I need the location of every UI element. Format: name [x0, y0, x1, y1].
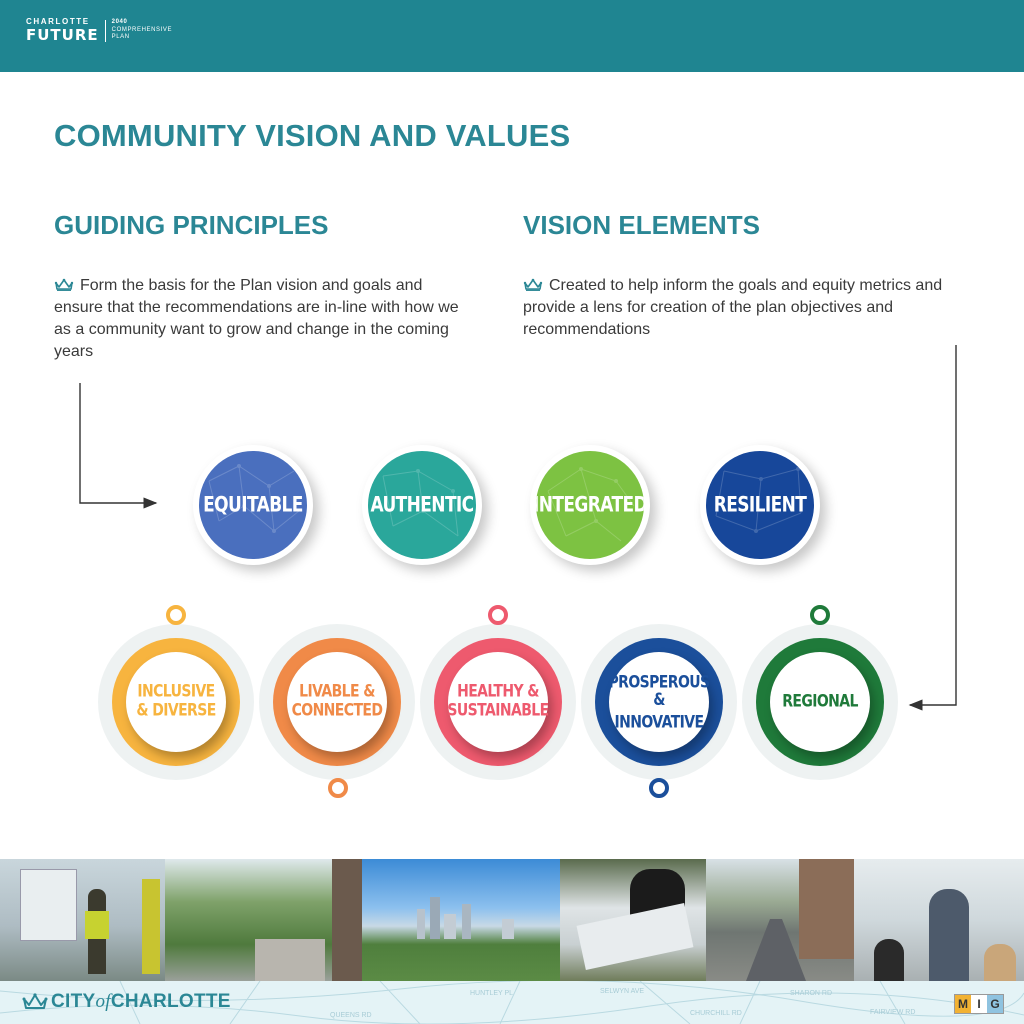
vision-label-line1: REGIONAL [782, 691, 858, 711]
vision-healthy-sustainable[interactable]: HEALTHY & SUSTAINABLE [420, 624, 576, 780]
principle-label: INTEGRATED [536, 492, 644, 518]
vision-inner-circle: PROSPEROUS & INNOVATIVE [608, 652, 711, 752]
street-map-pattern: HUNTLEY PL QUEENS RD SELWYN AVE CHURCHIL… [0, 981, 1024, 1024]
page-title: COMMUNITY VISION AND VALUES [54, 118, 571, 153]
principle-integrated[interactable]: INTEGRATED [530, 445, 650, 565]
street-label: HUNTLEY PL [470, 990, 513, 997]
crown-icon [54, 278, 74, 291]
principle-equitable[interactable]: EQUITABLE [193, 445, 313, 565]
vision-ring: INCLUSIVE & DIVERSE [112, 638, 240, 766]
arrow-to-vision-elements [908, 345, 957, 711]
logo-charlotte-text: CHARLOTTE [26, 17, 90, 26]
vision-ring: PROSPEROUS & INNOVATIVE [595, 638, 723, 766]
vision-pin-top [488, 605, 508, 625]
guiding-principles-heading: GUIDING PRINCIPLES [54, 210, 329, 240]
photo-strip [0, 859, 1024, 981]
logo-line-1: COMPREHENSIVE [111, 26, 173, 33]
street-label: SHARON RD [790, 990, 832, 997]
logo-future-text: FUTURE [26, 26, 99, 44]
vision-ring: LIVABLE & CONNECTED [273, 638, 401, 766]
street-label: SELWYN AVE [600, 988, 644, 995]
city-of-charlotte-logo[interactable]: CITYofCHARLOTTE [22, 991, 231, 1013]
vision-ring: REGIONAL [756, 638, 884, 766]
network-pattern [547, 467, 635, 542]
vision-label-line1: PROSPEROUS [608, 672, 711, 692]
mig-letter: M [955, 995, 971, 1013]
street-label: QUEENS RD [330, 1012, 372, 1019]
principle-authentic[interactable]: AUTHENTIC [362, 445, 482, 565]
vision-pin-top [810, 605, 830, 625]
logo-year: 2040 [111, 18, 128, 25]
principle-circle: EQUITABLE [199, 451, 307, 559]
vision-label-line1: INCLUSIVE [137, 682, 215, 702]
mig-letter: I [971, 995, 987, 1013]
vision-pin-bottom [328, 778, 348, 798]
vision-label-line2: SUSTAINABLE [447, 701, 549, 721]
vision-label-line2: CONNECTED [291, 701, 383, 721]
photo-meeting-speaker [854, 859, 1024, 981]
vision-inner-circle: LIVABLE & CONNECTED [287, 652, 387, 752]
charlotte-text: CHARLOTTE [110, 991, 231, 1012]
mig-letter: G [987, 995, 1003, 1013]
header-bar: CHARLOTTE FUTURE 2040 COMPREHENSIVE PLAN [0, 0, 1024, 72]
photo-community-meeting [0, 859, 165, 981]
city-text: CITY [51, 991, 96, 1012]
charlotte-future-logo[interactable]: CHARLOTTE FUTURE 2040 COMPREHENSIVE PLAN [26, 18, 172, 43]
arrow-to-guiding-principles [79, 383, 158, 509]
vision-elements-heading: VISION ELEMENTS [523, 210, 760, 240]
photo-skyline [362, 859, 560, 981]
network-pattern [382, 469, 459, 537]
principle-label: EQUITABLE [203, 492, 303, 518]
vision-label-line2: & INNOVATIVE [614, 689, 705, 732]
vision-pin-bottom [649, 778, 669, 798]
vision-livable-connected[interactable]: LIVABLE & CONNECTED [259, 624, 415, 780]
vision-inclusive-diverse[interactable]: INCLUSIVE & DIVERSE [98, 624, 254, 780]
principle-resilient[interactable]: RESILIENT [700, 445, 820, 565]
crown-icon [22, 993, 48, 1009]
vision-pin-top [166, 605, 186, 625]
vision-ring: HEALTHY & SUSTAINABLE [434, 638, 562, 766]
of-text: of [95, 991, 111, 1012]
vision-label-line1: LIVABLE & [299, 682, 375, 702]
vision-label-line1: HEALTHY & [457, 682, 539, 702]
vision-prosperous-innovative[interactable]: PROSPEROUS & INNOVATIVE [581, 624, 737, 780]
network-pattern [715, 467, 802, 533]
footer: HUNTLEY PL QUEENS RD SELWYN AVE CHURCHIL… [0, 981, 1024, 1024]
photo-road [706, 859, 854, 981]
vision-label-line2: & DIVERSE [136, 701, 216, 721]
logo-line-2: PLAN [111, 34, 130, 41]
street-label: CHURCHILL RD [690, 1010, 742, 1017]
principle-label: AUTHENTIC [370, 492, 474, 518]
principle-circle: AUTHENTIC [368, 451, 476, 559]
principle-circle: INTEGRATED [536, 451, 644, 559]
principle-label: RESILIENT [713, 492, 807, 518]
photo-workshop-map [560, 859, 706, 981]
mig-logo[interactable]: M I G [954, 994, 1004, 1014]
vision-inner-circle: HEALTHY & SUSTAINABLE [447, 652, 549, 752]
vision-inner-circle: REGIONAL [770, 652, 870, 752]
logo-divider [104, 19, 106, 42]
crown-icon [523, 278, 543, 291]
vision-elements-description: Created to help inform the goals and equ… [523, 277, 943, 338]
network-pattern [208, 464, 300, 533]
photo-streetscape [165, 859, 362, 981]
vision-regional[interactable]: REGIONAL [742, 624, 898, 780]
guiding-principles-description: Form the basis for the Plan vision and g… [54, 277, 459, 360]
principle-circle: RESILIENT [706, 451, 814, 559]
street-label: FAIRVIEW RD [870, 1009, 915, 1016]
vision-inner-circle: INCLUSIVE & DIVERSE [126, 652, 226, 752]
